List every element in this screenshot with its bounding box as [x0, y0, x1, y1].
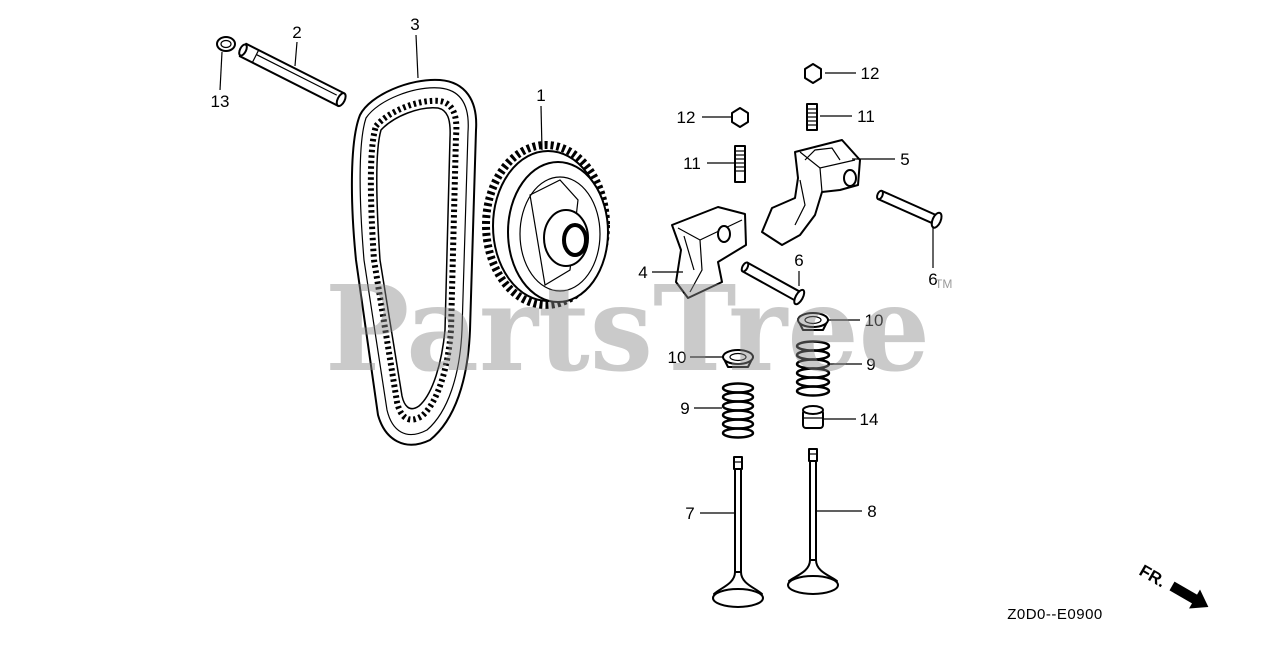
- o-ring-part: [216, 36, 236, 52]
- callout-10-retainer-left[interactable]: 10: [668, 348, 687, 367]
- callout-9-spring-left[interactable]: 9: [680, 399, 689, 418]
- rocker-arm-exhaust-part: [761, 139, 861, 246]
- nut-left-part: [731, 107, 749, 128]
- rocker-pin-mid-part: [740, 261, 806, 306]
- shaft-part: [238, 42, 347, 108]
- spring-retainer-left-part: [722, 349, 754, 368]
- rocker-pin-right-part: [876, 189, 943, 229]
- callout-12-nut-left[interactable]: 12: [677, 108, 696, 127]
- arrow-right-icon: [1169, 581, 1209, 609]
- leader-lines: [219, 34, 934, 514]
- timing-belt-part: [350, 78, 478, 446]
- spring-retainer-right-part: [797, 312, 829, 331]
- callout-5-rocker-arm[interactable]: 5: [900, 150, 909, 169]
- callout-8-exhaust-valve[interactable]: 8: [867, 502, 876, 521]
- callout-6-pin-mid[interactable]: 6: [794, 251, 803, 270]
- callout-1-cam-pulley[interactable]: 1: [536, 86, 545, 105]
- nut-top-part: [804, 63, 822, 84]
- valve-spring-right-part: [795, 340, 831, 397]
- watermark-trademark: TM: [935, 277, 952, 291]
- callout-4-rocker-arm[interactable]: 4: [638, 263, 647, 282]
- callout-14-stem-seal[interactable]: 14: [860, 410, 879, 429]
- callout-2-shaft[interactable]: 2: [292, 23, 301, 42]
- cam-pulley-part: [482, 141, 610, 309]
- callout-10-retainer-right[interactable]: 10: [865, 311, 884, 330]
- callout-7-intake-valve[interactable]: 7: [685, 504, 694, 523]
- rocker-arm-intake-part: [671, 206, 747, 299]
- callout-9-spring-right[interactable]: 9: [866, 355, 875, 374]
- callout-6-pin-right[interactable]: 6: [928, 270, 937, 289]
- callout-12-nut-top[interactable]: 12: [861, 64, 880, 83]
- callout-13-o-ring[interactable]: 13: [211, 92, 230, 111]
- callout-3-timing-belt[interactable]: 3: [410, 15, 419, 34]
- stud-right-part: [806, 103, 818, 131]
- stud-left-part: [734, 145, 746, 183]
- valve-spring-left-part: [721, 382, 755, 439]
- valve-stem-seal-part: [802, 405, 824, 429]
- exhaust-valve-part: [787, 448, 839, 595]
- callout-11-stud-left[interactable]: 11: [683, 154, 701, 173]
- callout-11-stud-right[interactable]: 11: [857, 107, 875, 126]
- callout-labels: 13 2 3 1 12 12 11 11 5 4 6 6 10 10 9 9 1…: [211, 15, 938, 523]
- diagram-code: Z0D0--E0900: [1007, 606, 1103, 623]
- intake-valve-part: [712, 456, 764, 608]
